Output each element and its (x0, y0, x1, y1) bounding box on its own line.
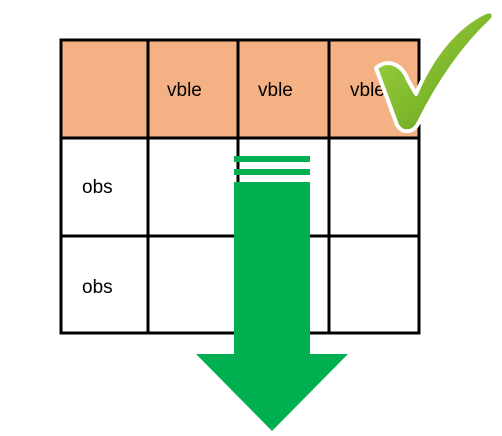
header-cell-variable-1: vble (167, 80, 202, 101)
header-cell-variable-2: vble (258, 80, 293, 101)
row-label-observation-1: obs (82, 177, 113, 198)
checkmark-icon (374, 9, 496, 134)
row-label-observation-2: obs (82, 277, 113, 298)
header-cell-variable-3: vble (350, 80, 385, 101)
header-row-fill (61, 40, 419, 138)
down-arrow-icon (196, 156, 348, 431)
